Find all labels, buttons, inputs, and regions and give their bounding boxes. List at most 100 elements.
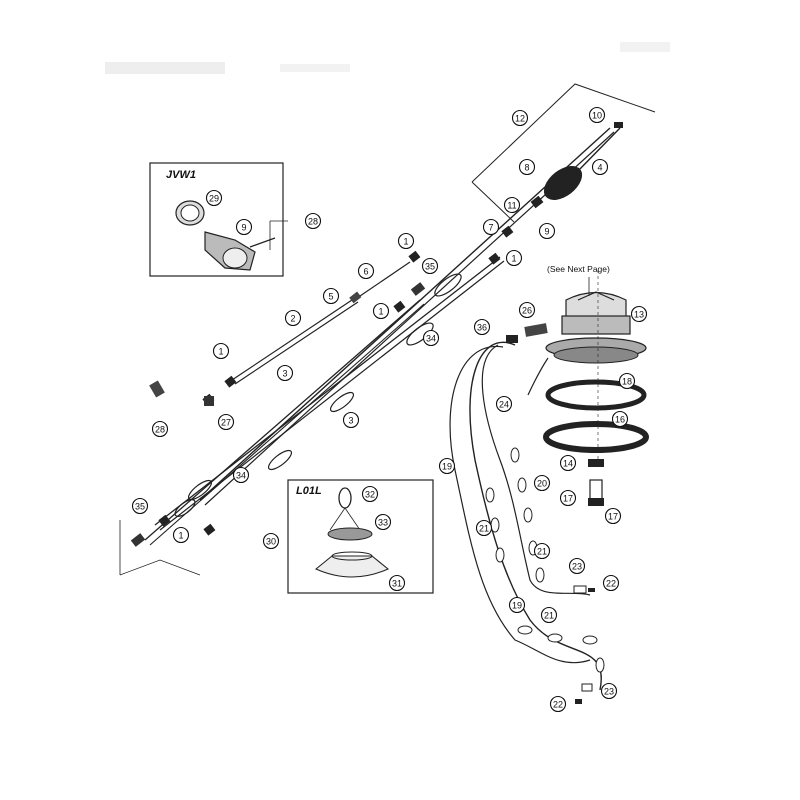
callout-3: 3: [276, 364, 294, 382]
callout-number: 2: [290, 314, 295, 324]
callout-5: 5: [322, 287, 340, 305]
callout-circle: [361, 485, 379, 503]
callout-number: 36: [477, 323, 487, 333]
callout-18: 18: [618, 372, 636, 390]
callout-23: 23: [568, 557, 586, 575]
inset-l01l-title: L01L: [296, 485, 322, 497]
callout-19: 19: [508, 596, 526, 614]
callout-number: 19: [442, 462, 452, 472]
callout-number: 28: [308, 217, 318, 227]
callout-21: 21: [475, 519, 493, 537]
callout-number: 1: [403, 237, 408, 247]
callout-1: 1: [212, 342, 230, 360]
hoses: [449, 341, 605, 704]
callout-4: 4: [591, 158, 609, 176]
callout-number: 8: [524, 163, 529, 173]
callout-circle: [217, 413, 235, 431]
callout-circle: [205, 189, 223, 207]
callout-number: 21: [544, 611, 554, 621]
callout-6: 6: [357, 262, 375, 280]
callout-circle: [421, 257, 439, 275]
callout-circle: [559, 454, 577, 472]
callout-circle: [276, 364, 294, 382]
callout-number: 13: [634, 310, 644, 320]
callout-circle: [568, 557, 586, 575]
callout-circle: [559, 489, 577, 507]
callout-circle: [235, 218, 253, 236]
callout-number: 17: [608, 512, 618, 522]
callout-number: 23: [572, 562, 582, 572]
callout-circle: [518, 301, 536, 319]
callout-number: 18: [622, 377, 632, 387]
callout-circle: [588, 106, 606, 124]
callout-22: 22: [602, 574, 620, 592]
callout-circle: [549, 695, 567, 713]
callout-1: 1: [505, 249, 523, 267]
callout-33: 33: [374, 513, 392, 531]
callout-28: 28: [304, 212, 322, 230]
callout-number: 24: [499, 400, 509, 410]
callout-number: 1: [218, 347, 223, 357]
callout-circle: [131, 497, 149, 515]
callout-circle: [262, 532, 280, 550]
callout-24: 24: [495, 395, 513, 413]
callout-36: 36: [473, 318, 491, 336]
callout-31: 31: [388, 574, 406, 592]
callout-number: 35: [425, 262, 435, 272]
callout-circle: [511, 109, 529, 127]
callout-11: 11: [503, 196, 521, 214]
callout-number: 14: [563, 459, 573, 469]
inset-jvw1: JVW1: [149, 162, 288, 277]
callout-number: 20: [537, 479, 547, 489]
callout-circle: [540, 606, 558, 624]
callout-22: 22: [549, 695, 567, 713]
callout-number: 31: [392, 579, 402, 589]
callout-circle: [533, 542, 551, 560]
callout-circle: [284, 309, 302, 327]
inset-l01l: L01L: [287, 479, 434, 594]
callout-number: 35: [135, 502, 145, 512]
callout-number: 22: [553, 700, 563, 710]
see-next-page-note: (See Next Page): [547, 264, 610, 274]
callout-19: 19: [438, 457, 456, 475]
callout-circle: [475, 519, 493, 537]
callout-number: 27: [221, 418, 231, 428]
callout-28: 28: [151, 420, 169, 438]
callout-circle: [538, 222, 556, 240]
callout-circle: [533, 474, 551, 492]
callout-number: 12: [515, 114, 525, 124]
callout-number: 33: [378, 518, 388, 528]
callout-7: 7: [482, 218, 500, 236]
callout-number: 3: [348, 416, 353, 426]
callout-circle: [503, 196, 521, 214]
callout-circle: [618, 372, 636, 390]
callout-34: 34: [422, 329, 440, 347]
callout-circle: [172, 526, 190, 544]
callout-number: 1: [378, 307, 383, 317]
callout-number: 10: [592, 111, 602, 121]
callout-21: 21: [533, 542, 551, 560]
callout-34: 34: [232, 466, 250, 484]
callout-circle: [151, 420, 169, 438]
callout-circle: [322, 287, 340, 305]
callout-32: 32: [361, 485, 379, 503]
callout-circle: [374, 513, 392, 531]
callout-number: 19: [512, 601, 522, 611]
callout-1: 1: [397, 232, 415, 250]
callout-21: 21: [540, 606, 558, 624]
callout-9: 9: [235, 218, 253, 236]
callout-circle: [372, 302, 390, 320]
callout-35: 35: [421, 257, 439, 275]
callout-number: 26: [522, 306, 532, 316]
callout-number: 3: [282, 369, 287, 379]
callout-number: 29: [209, 194, 219, 204]
callout-1: 1: [372, 302, 390, 320]
callout-35: 35: [131, 497, 149, 515]
callout-circle: [397, 232, 415, 250]
callout-number: 30: [266, 537, 276, 547]
callout-17: 17: [559, 489, 577, 507]
callout-number: 6: [363, 267, 368, 277]
callout-26: 26: [518, 301, 536, 319]
